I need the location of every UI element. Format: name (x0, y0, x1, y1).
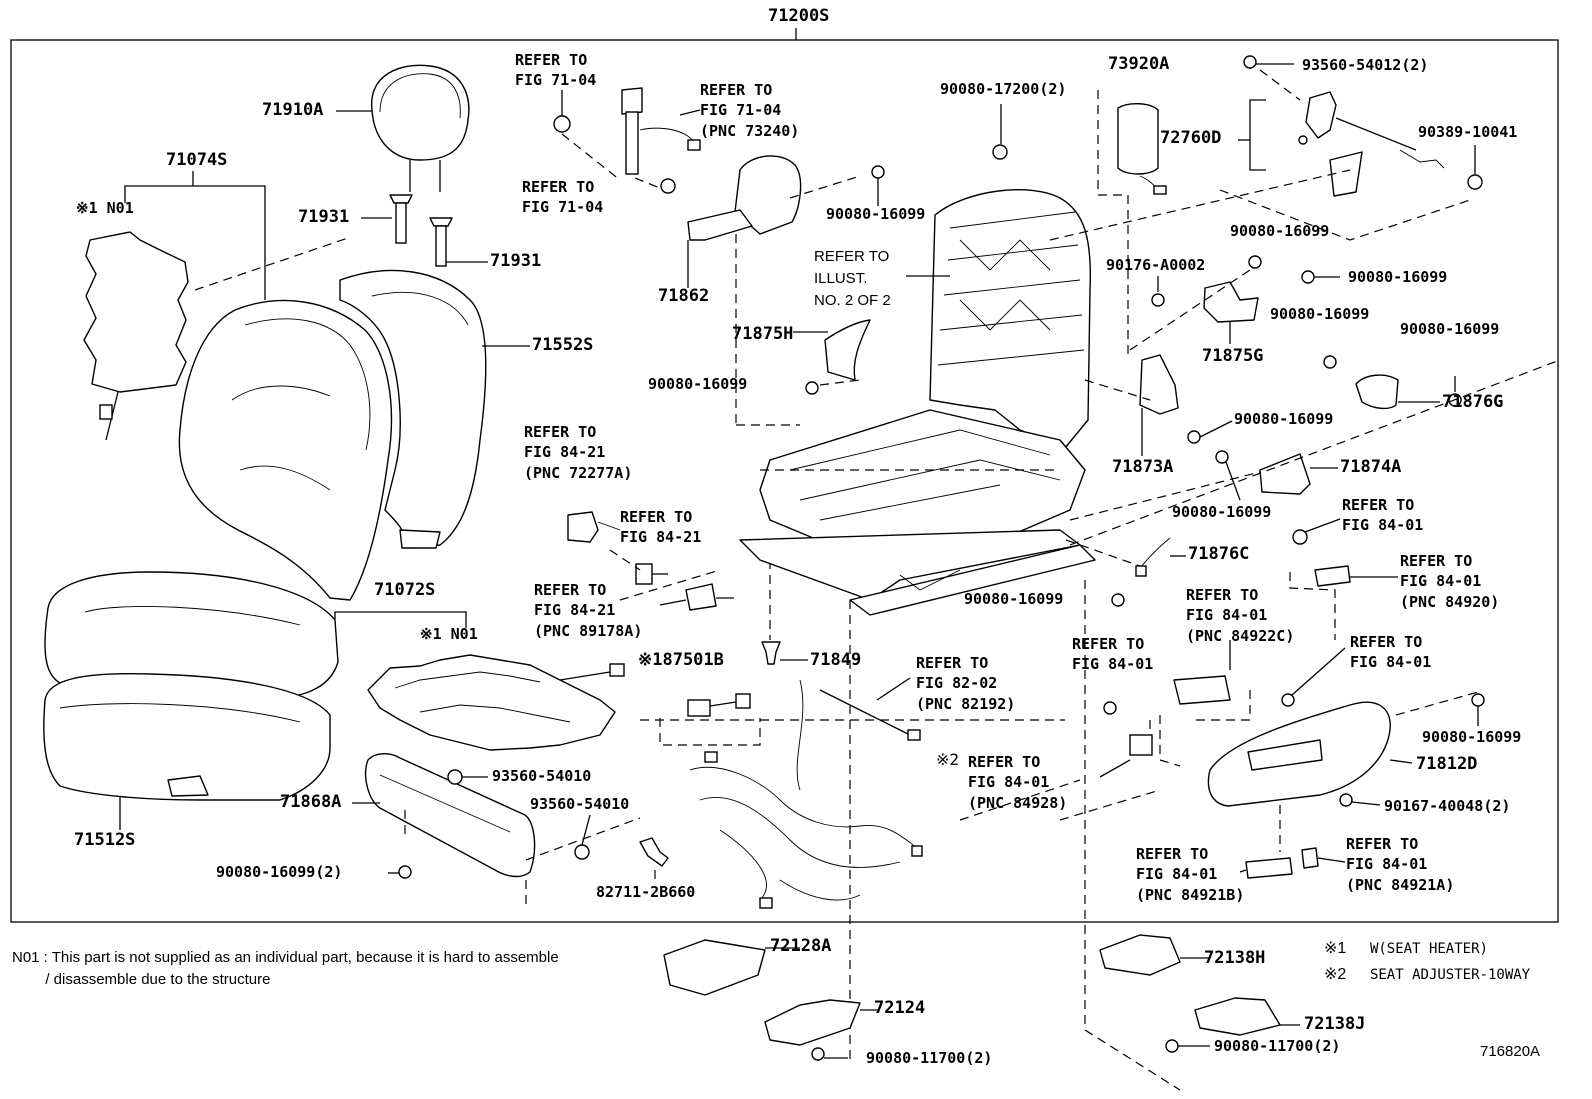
label-90080-11700-2-a: 90080-11700(2) (866, 1049, 993, 1067)
label-71868a: 71868A (280, 792, 342, 812)
label-90167-40048-2: 90167-40048(2) (1384, 797, 1511, 815)
label-71873a: 71873A (1112, 457, 1174, 477)
label-90080-11700-2-b: 90080-11700(2) (1214, 1037, 1341, 1055)
label-73920a: 73920A (1108, 54, 1170, 74)
headrest-support-shapes (389, 194, 453, 267)
ref-fig-84-21-b: REFER TO FIG 84-21 (620, 508, 702, 547)
seatback-pad-shape (339, 269, 487, 549)
label-71072s: 71072S (374, 580, 436, 600)
ref-fig-82-02-pnc-82192: REFER TO FIG 82-02 (PNC 82192) (916, 654, 1016, 713)
sensor-87501b-shape (687, 693, 751, 717)
label-90080-16099-h: 90080-16099 (1172, 503, 1272, 521)
label-90176-a0002: 90176-A0002 (1106, 256, 1206, 274)
back-heater-pad-shape (83, 231, 189, 441)
seatback-cover-shape (178, 299, 393, 601)
label-71931-b: 71931 (490, 251, 542, 271)
label-90080-17200-2: 90080-17200(2) (940, 80, 1067, 98)
ref-fig-84-01-pnc-84921a: REFER TO FIG 84-01 (PNC 84921A) (1346, 835, 1455, 894)
label-72760d: 72760D (1160, 128, 1222, 148)
ref-fig-71-04-pnc-73240: REFER TO FIG 71-04 (PNC 73240) (700, 81, 800, 140)
ref-fig-84-01-pnc-84920: REFER TO FIG 84-01 (PNC 84920) (1400, 552, 1500, 611)
ref-fig-71-04-c: REFER TO FIG 71-04 (522, 178, 604, 217)
label-90080-16099-2-left: 90080-16099(2) (216, 863, 343, 881)
label-n01-top: ※1 N01 (76, 199, 134, 217)
label-71876g: 71876G (1442, 392, 1504, 412)
label-93560-54012-2: 93560-54012(2) (1302, 56, 1429, 74)
label-71512s: 71512S (74, 830, 136, 850)
label-90080-16099-g: 90080-16099 (1234, 410, 1334, 428)
label-90080-16099-i: 90080-16099 (964, 590, 1064, 608)
lumbar-support-shape (1298, 91, 1445, 197)
ref-fig-71-04-a: REFER TO FIG 71-04 (515, 51, 597, 90)
ref-fig-84-01-b: REFER TO FIG 84-01 (1072, 635, 1154, 674)
label-72128a: 72128A (770, 936, 832, 956)
figure-code: 716820A (1480, 1043, 1541, 1060)
wire-harness-shape (689, 679, 923, 909)
cover-71862-shape (687, 155, 802, 241)
label-72138h: 72138H (1204, 948, 1266, 968)
ref-fig-84-01-c: REFER TO FIG 84-01 (1350, 633, 1432, 672)
label-93560-54010-b: 93560-54010 (530, 795, 630, 813)
label-90389-10041: 90389-10041 (1418, 123, 1518, 141)
label-90080-16099-f: 90080-16099 (1400, 320, 1500, 338)
label-90080-16099-b: 90080-16099 (648, 375, 748, 393)
label-90080-16099-j: 90080-16099 (1422, 728, 1522, 746)
seat-cushion-pad-shape (43, 673, 331, 801)
label-90080-16099-d: 90080-16099 (1348, 268, 1448, 286)
ref-fig-84-01-pnc-84922c: REFER TO FIG 84-01 (PNC 84922C) (1186, 586, 1295, 645)
legend: ※1 W(SEAT HEATER) ※2 SEAT ADJUSTER-10WAY (1324, 938, 1530, 990)
label-71874a: 71874A (1340, 457, 1402, 477)
ref-fig-84-21-pnc-89178a: REFER TO FIG 84-21 (PNC 89178A) (534, 581, 643, 640)
seat-frame-shape (739, 189, 1096, 616)
label-n01-mid: ※1 N01 (420, 625, 478, 643)
footnote-n01: N01 : This part is not supplied as an in… (12, 949, 559, 988)
legend-item-1: ※1 W(SEAT HEATER) (1324, 938, 1530, 964)
ref-fig-84-01-pnc-84921b: REFER TO FIG 84-01 (PNC 84921B) (1136, 845, 1245, 904)
label-71876c: 71876C (1188, 544, 1250, 564)
headrest-shape (371, 64, 470, 192)
seat-cushion-cover-shape (44, 571, 339, 701)
label-71875h: 71875H (732, 324, 794, 344)
label-93560-54010-a: 93560-54010 (492, 767, 592, 785)
ref-fig-84-01-a: REFER TO FIG 84-01 (1342, 496, 1424, 535)
label-71074s: 71074S (166, 150, 228, 170)
front-cover-shape (364, 753, 536, 878)
legend-item-2: ※2 SEAT ADJUSTER-10WAY (1324, 964, 1530, 990)
label-71910a: 71910A (262, 100, 324, 120)
label-72138j: 72138J (1304, 1014, 1366, 1034)
note-2-mark: ※2 (936, 750, 960, 769)
bottom-cover-shapes (663, 934, 1300, 1061)
ref-fig-84-21-pnc-72277a: REFER TO FIG 84-21 (PNC 72277A) (524, 423, 633, 482)
diagram-title: 71200S (768, 6, 830, 26)
label-71875g: 71875G (1202, 346, 1264, 366)
label-71812d: 71812D (1416, 754, 1478, 774)
label-71931-a: 71931 (298, 207, 350, 227)
screw-shapes-left (388, 769, 591, 879)
refer-to-illustration: REFER TO ILLUST. NO. 2 OF 2 (814, 248, 891, 309)
diagram-frame (10, 39, 1559, 923)
legend-mark-1: ※1 (1324, 940, 1347, 957)
legend-mark-2: ※2 (1324, 966, 1347, 983)
ref-fig-84-01-pnc-84928: REFER TO FIG 84-01 (PNC 84928) (968, 753, 1068, 812)
label-82711-2b660: 82711-2B660 (596, 883, 696, 901)
label-72124: 72124 (874, 998, 926, 1018)
label-71552s: 71552S (532, 335, 594, 355)
legend-text-2: SEAT ADJUSTER-10WAY (1369, 967, 1531, 983)
label-71862: 71862 (658, 286, 710, 306)
label-90080-16099-e: 90080-16099 (1270, 305, 1370, 323)
label-90080-16099-a: 90080-16099 (826, 205, 926, 223)
legend-text-1: W(SEAT HEATER) (1369, 941, 1488, 957)
seatbelt-buckle-shape (553, 87, 701, 194)
side-cover-71812d-shape (1207, 701, 1391, 807)
label-90080-16099-c: 90080-16099 (1230, 222, 1330, 240)
label-71849: 71849 (810, 650, 862, 670)
seat-heater-pad-shape (367, 654, 625, 751)
label-87501b: ※187501B (638, 650, 724, 670)
